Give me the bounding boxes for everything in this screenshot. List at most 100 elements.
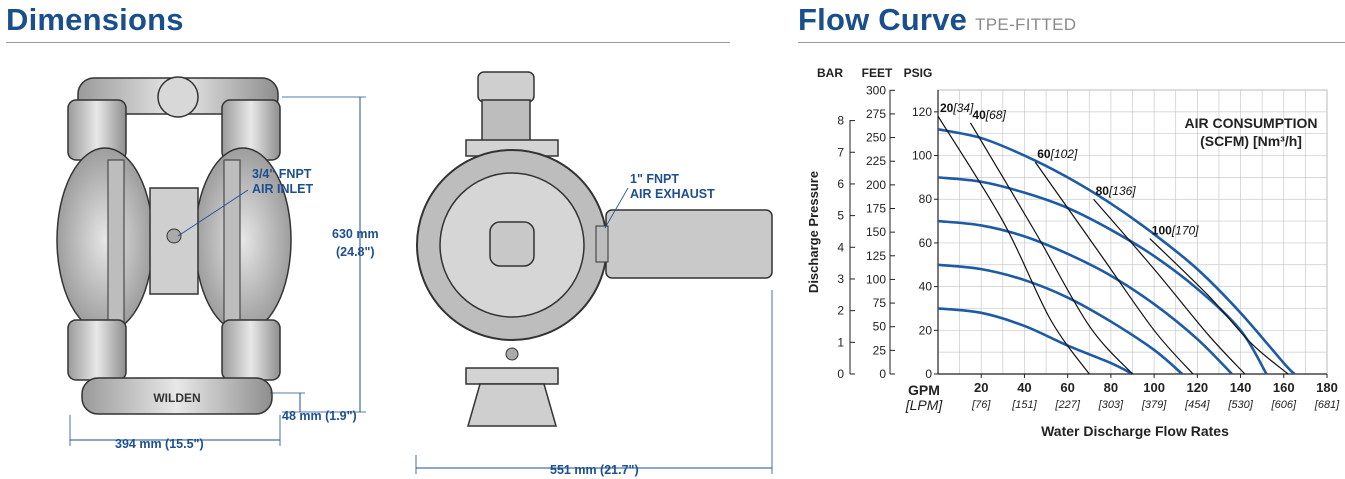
- psig-tick-label: 20: [919, 323, 933, 337]
- dimensions-title: Dimensions: [6, 2, 184, 37]
- dimensions-rule: [6, 42, 730, 43]
- flow-series-line: [937, 307, 1134, 376]
- air-consumption-title-2: (SCFM) [Nm³/h]: [1200, 133, 1302, 149]
- height-mm-label: 630 mm: [332, 227, 379, 241]
- air-consumption-label: 60[102]: [1037, 147, 1078, 161]
- top-port: [157, 76, 199, 118]
- feet-tick-label: 25: [873, 343, 887, 357]
- feet-tick-label: 125: [866, 249, 886, 263]
- bar-tick-label: 2: [837, 304, 844, 318]
- side-bottom-flange: [465, 367, 559, 385]
- air-consumption-title-1: AIR CONSUMPTION: [1185, 115, 1318, 131]
- left-lower-elbow: [67, 319, 127, 381]
- air-consumption-label: 40[68]: [972, 108, 1006, 122]
- x-tick-label-gpm: 160: [1273, 380, 1295, 395]
- x-tick-label-lpm: [151]: [1011, 399, 1037, 411]
- air-consumption-label: 80[136]: [1096, 184, 1137, 198]
- feet-tick-label: 75: [873, 296, 887, 310]
- side-drain: [505, 347, 519, 361]
- psig-tick-label: 80: [919, 192, 933, 206]
- y-unit-bar: BAR: [817, 66, 843, 80]
- x-tick-label-gpm: 40: [1017, 380, 1031, 395]
- air-inlet-label-1: 3/4" FNPT: [252, 167, 312, 181]
- pump-front-view: WILDEN 3/4" FNPT AIR INLET 630 mm (24.8"…: [56, 76, 379, 451]
- flow-rule: [798, 42, 1345, 43]
- x-tick-label-lpm: [454]: [1184, 399, 1210, 411]
- feet-tick-label: 0: [879, 367, 886, 381]
- feet-tick-label: 175: [866, 201, 886, 215]
- flow-title: Flow Curve: [798, 2, 968, 37]
- width-label: 394 mm (15.5"): [115, 437, 204, 451]
- y-unit-feet: FEET: [862, 66, 893, 80]
- x-unit-lpm: [LPM]: [905, 397, 944, 413]
- bar-tick-label: 0: [837, 367, 844, 381]
- side-top-port: [477, 71, 535, 103]
- flow-series-line: [937, 128, 1296, 375]
- air-consumption-line: [969, 122, 1133, 375]
- flow-curve-chart: BAR FEET PSIG Discharge Pressure GPM [LP…: [806, 66, 1340, 439]
- x-tick-label-gpm: 100: [1143, 380, 1165, 395]
- bar-tick-label: 8: [837, 114, 844, 128]
- x-tick-label-gpm: 180: [1316, 380, 1338, 395]
- bar-tick-label: 5: [837, 209, 844, 223]
- flow-series-line: [937, 176, 1268, 375]
- bottom-manifold: [81, 377, 273, 415]
- bar-tick-label: 3: [837, 272, 844, 286]
- feet-tick-label: 100: [866, 272, 886, 286]
- psig-tick-label: 100: [912, 149, 932, 163]
- bar-tick-label: 4: [837, 240, 844, 254]
- exhaust-label-1: 1" FNPT: [630, 172, 679, 186]
- psig-tick-label: 0: [925, 367, 932, 381]
- y-axis-title: Discharge Pressure: [806, 171, 821, 293]
- bar-tick-label: 1: [837, 335, 844, 349]
- feet-tick-label: 50: [873, 320, 887, 334]
- x-tick-label-lpm: [606]: [1271, 399, 1297, 411]
- feet-tick-label: 275: [866, 107, 886, 121]
- x-tick-label-gpm: 140: [1230, 380, 1252, 395]
- bar-tick-label: 6: [837, 177, 844, 191]
- feet-tick-label: 250: [866, 131, 886, 145]
- y-unit-psig: PSIG: [904, 66, 933, 80]
- x-tick-label-gpm: 80: [1104, 380, 1118, 395]
- left-chamber: [56, 147, 154, 333]
- air-consumption-line: [1093, 198, 1246, 375]
- feet-tick-label: 300: [866, 83, 886, 97]
- base-height-label: 48 mm (1.9"): [282, 409, 357, 423]
- psig-tick-label: 60: [919, 236, 933, 250]
- right-lower-elbow: [221, 319, 281, 381]
- air-consumption-line: [1034, 161, 1194, 375]
- x-tick-label-lpm: [379]: [1141, 399, 1167, 411]
- flow-title-block: Flow Curve TPE-FITTED: [798, 2, 1076, 38]
- psig-tick-label: 120: [912, 105, 932, 119]
- brand-label: WILDEN: [153, 391, 200, 405]
- x-tick-label-lpm: [76]: [971, 399, 991, 411]
- depth-label: 551 mm (21.7"): [550, 463, 639, 477]
- psig-tick-label: 40: [919, 280, 933, 294]
- air-consumption-line: [937, 115, 1090, 375]
- flow-series-line: [937, 219, 1233, 375]
- x-tick-label-lpm: [681]: [1314, 399, 1340, 411]
- x-tick-label-gpm: 120: [1186, 380, 1208, 395]
- exhaust-label-2: AIR EXHAUST: [630, 187, 715, 201]
- feet-tick-label: 200: [866, 178, 886, 192]
- flow-series-line: [937, 263, 1184, 375]
- height-in-label: (24.8"): [336, 245, 375, 259]
- air-consumption-label: 100[170]: [1152, 224, 1199, 238]
- bar-tick-label: 7: [837, 145, 844, 159]
- x-unit-gpm: GPM: [908, 382, 940, 398]
- air-inlet-label-2: AIR INLET: [252, 182, 313, 196]
- x-tick-label-lpm: [227]: [1054, 399, 1080, 411]
- x-tick-label-lpm: [303]: [1098, 399, 1124, 411]
- air-consumption-line: [1149, 238, 1289, 375]
- flow-subtitle: TPE-FITTED: [975, 15, 1077, 34]
- air-consumption-label: 20[34]: [940, 101, 974, 115]
- x-tick-label-lpm: [530]: [1227, 399, 1253, 411]
- x-axis-title: Water Discharge Flow Rates: [1041, 423, 1229, 439]
- pump-side-view: 1" FNPT AIR EXHAUST 551 mm (21.7"): [415, 71, 773, 477]
- feet-tick-label: 150: [866, 225, 886, 239]
- air-inlet-port: [166, 228, 182, 244]
- feet-tick-label: 225: [866, 154, 886, 168]
- x-tick-label-gpm: 60: [1060, 380, 1074, 395]
- muffler: [605, 209, 773, 279]
- x-tick-label-gpm: 20: [974, 380, 988, 395]
